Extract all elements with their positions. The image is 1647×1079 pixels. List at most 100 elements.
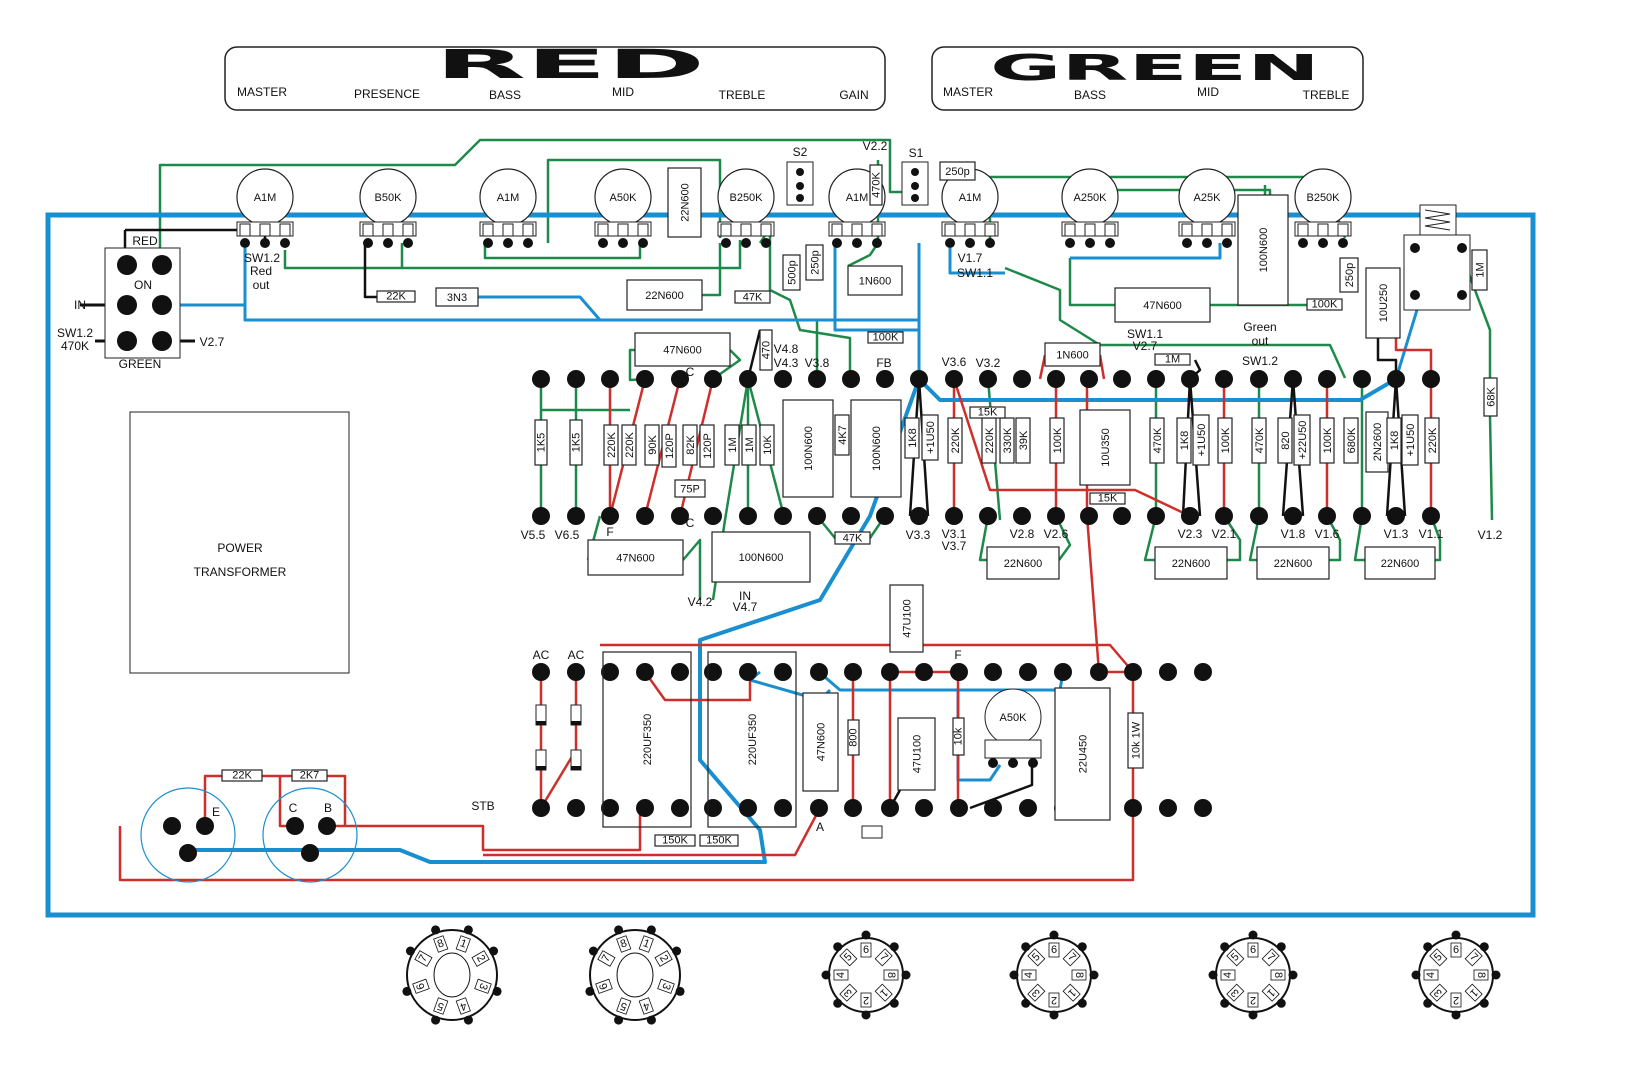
pot-lug [1201, 223, 1213, 237]
turret-eyelet [950, 799, 968, 817]
component-body [291, 769, 328, 782]
component-body [1256, 546, 1330, 580]
component-body [711, 531, 811, 583]
switch-sw-label: SW1.2 [57, 326, 93, 340]
pot-lug [382, 223, 394, 237]
turret-eyelet [739, 799, 757, 817]
turret-eyelet [1013, 370, 1031, 388]
component: 10k 1W [1127, 712, 1144, 769]
component-value-label: 680K [1346, 427, 1358, 453]
turret-eyelet [1147, 370, 1165, 388]
component-value-label: 220K [1427, 427, 1439, 453]
pot-lug [597, 223, 609, 237]
component-body [1339, 257, 1359, 293]
terminal-label: A [816, 820, 824, 834]
pot-value-label: B250K [1306, 192, 1340, 204]
component: 47N600 [802, 692, 839, 792]
socket-pin [889, 942, 899, 952]
component: 15K [1089, 492, 1126, 505]
pot-lug-dot [1028, 758, 1038, 768]
component-body [999, 417, 1015, 464]
component-value-label: 47N600 [616, 553, 655, 565]
pot-lug [740, 223, 752, 237]
bias-pot-label: A50K [1000, 712, 1028, 724]
pin-number: 3 [476, 981, 489, 991]
switch-green-label: GREEN [119, 357, 162, 371]
pin-number: 2 [474, 953, 487, 964]
wire [818, 670, 1065, 692]
pot-lug-dot [363, 238, 373, 248]
wire [118, 808, 1135, 882]
turret-eyelet [1159, 799, 1177, 817]
component-value-label: 1N600 [859, 276, 891, 288]
pin-tab [474, 978, 492, 994]
pin-tab [1062, 983, 1081, 1002]
component: 4K7 [834, 414, 850, 456]
terminal-label: SW1.2 [244, 251, 280, 265]
socket-pin [1491, 970, 1501, 980]
component-body [921, 414, 939, 461]
pin-number: 2 [863, 994, 869, 1006]
wire [1004, 266, 1347, 379]
component: 3N3 [435, 287, 479, 307]
pin-number: 8 [885, 972, 897, 978]
pot-lug [964, 223, 976, 237]
component: 75P [674, 479, 706, 498]
component: 15K [969, 406, 1006, 419]
component-body [699, 834, 739, 847]
pot-lug [760, 223, 772, 237]
wire [363, 243, 377, 299]
turret-eyelet [532, 370, 550, 388]
socket-pin [901, 970, 911, 980]
pin-tab [638, 997, 654, 1015]
socket-pin [646, 925, 656, 935]
pot-lug [1181, 223, 1193, 237]
pin-tab [1261, 948, 1280, 967]
component-value-label: 500p [787, 260, 799, 284]
component: 90K [644, 424, 660, 466]
switch-v-label: V2.7 [200, 335, 225, 349]
turret-eyelet [1019, 663, 1037, 681]
pin-number: 8 [619, 937, 629, 950]
pot-lug [259, 223, 271, 237]
component: 100N600 [1237, 194, 1289, 306]
turret-eyelet [704, 507, 722, 525]
pin-tab [839, 983, 858, 1002]
turret-eyelet [984, 799, 1002, 817]
pot-lug-dot [1338, 238, 1348, 248]
red-panel-title: RED [435, 42, 705, 88]
turret-eyelet [808, 370, 826, 388]
turret-eyelet [567, 799, 585, 817]
terminal-label: Red [250, 264, 272, 278]
pin-number: 6 [1051, 944, 1057, 956]
component-body [869, 164, 883, 206]
terminal-label: V1.2 [1478, 528, 1503, 542]
component: 800 [847, 719, 860, 756]
potentiometer: A1M [941, 168, 999, 248]
pot-value-label: A1M [846, 192, 869, 204]
terminal-label: V2.1 [1212, 527, 1237, 541]
component-body [897, 717, 936, 791]
component: 22U450 [1054, 687, 1111, 821]
pin-tab [455, 997, 471, 1015]
pin-number: 4 [458, 999, 468, 1012]
socket-pin [585, 986, 595, 996]
green-panel-knob-label: MID [1197, 85, 1219, 99]
pin-tab [839, 948, 858, 967]
component-body [682, 424, 698, 466]
socket-pin [1077, 942, 1087, 952]
component-body [1192, 414, 1210, 466]
terminal-label: C [686, 365, 695, 379]
socket-pin [1248, 1010, 1258, 1020]
component-body [1471, 249, 1488, 291]
turret-eyelet [1215, 370, 1233, 388]
turret-eyelet [601, 663, 619, 681]
pin-tab [883, 969, 899, 981]
component-value-label: 2N2600 [1372, 423, 1384, 462]
turret-eyelet [1090, 663, 1108, 681]
component-value-label: 47N600 [663, 345, 702, 357]
terminal-label: V4.8 [774, 342, 799, 356]
pot-lug [279, 223, 291, 237]
component-body [667, 167, 702, 238]
switch-lug [911, 168, 919, 176]
